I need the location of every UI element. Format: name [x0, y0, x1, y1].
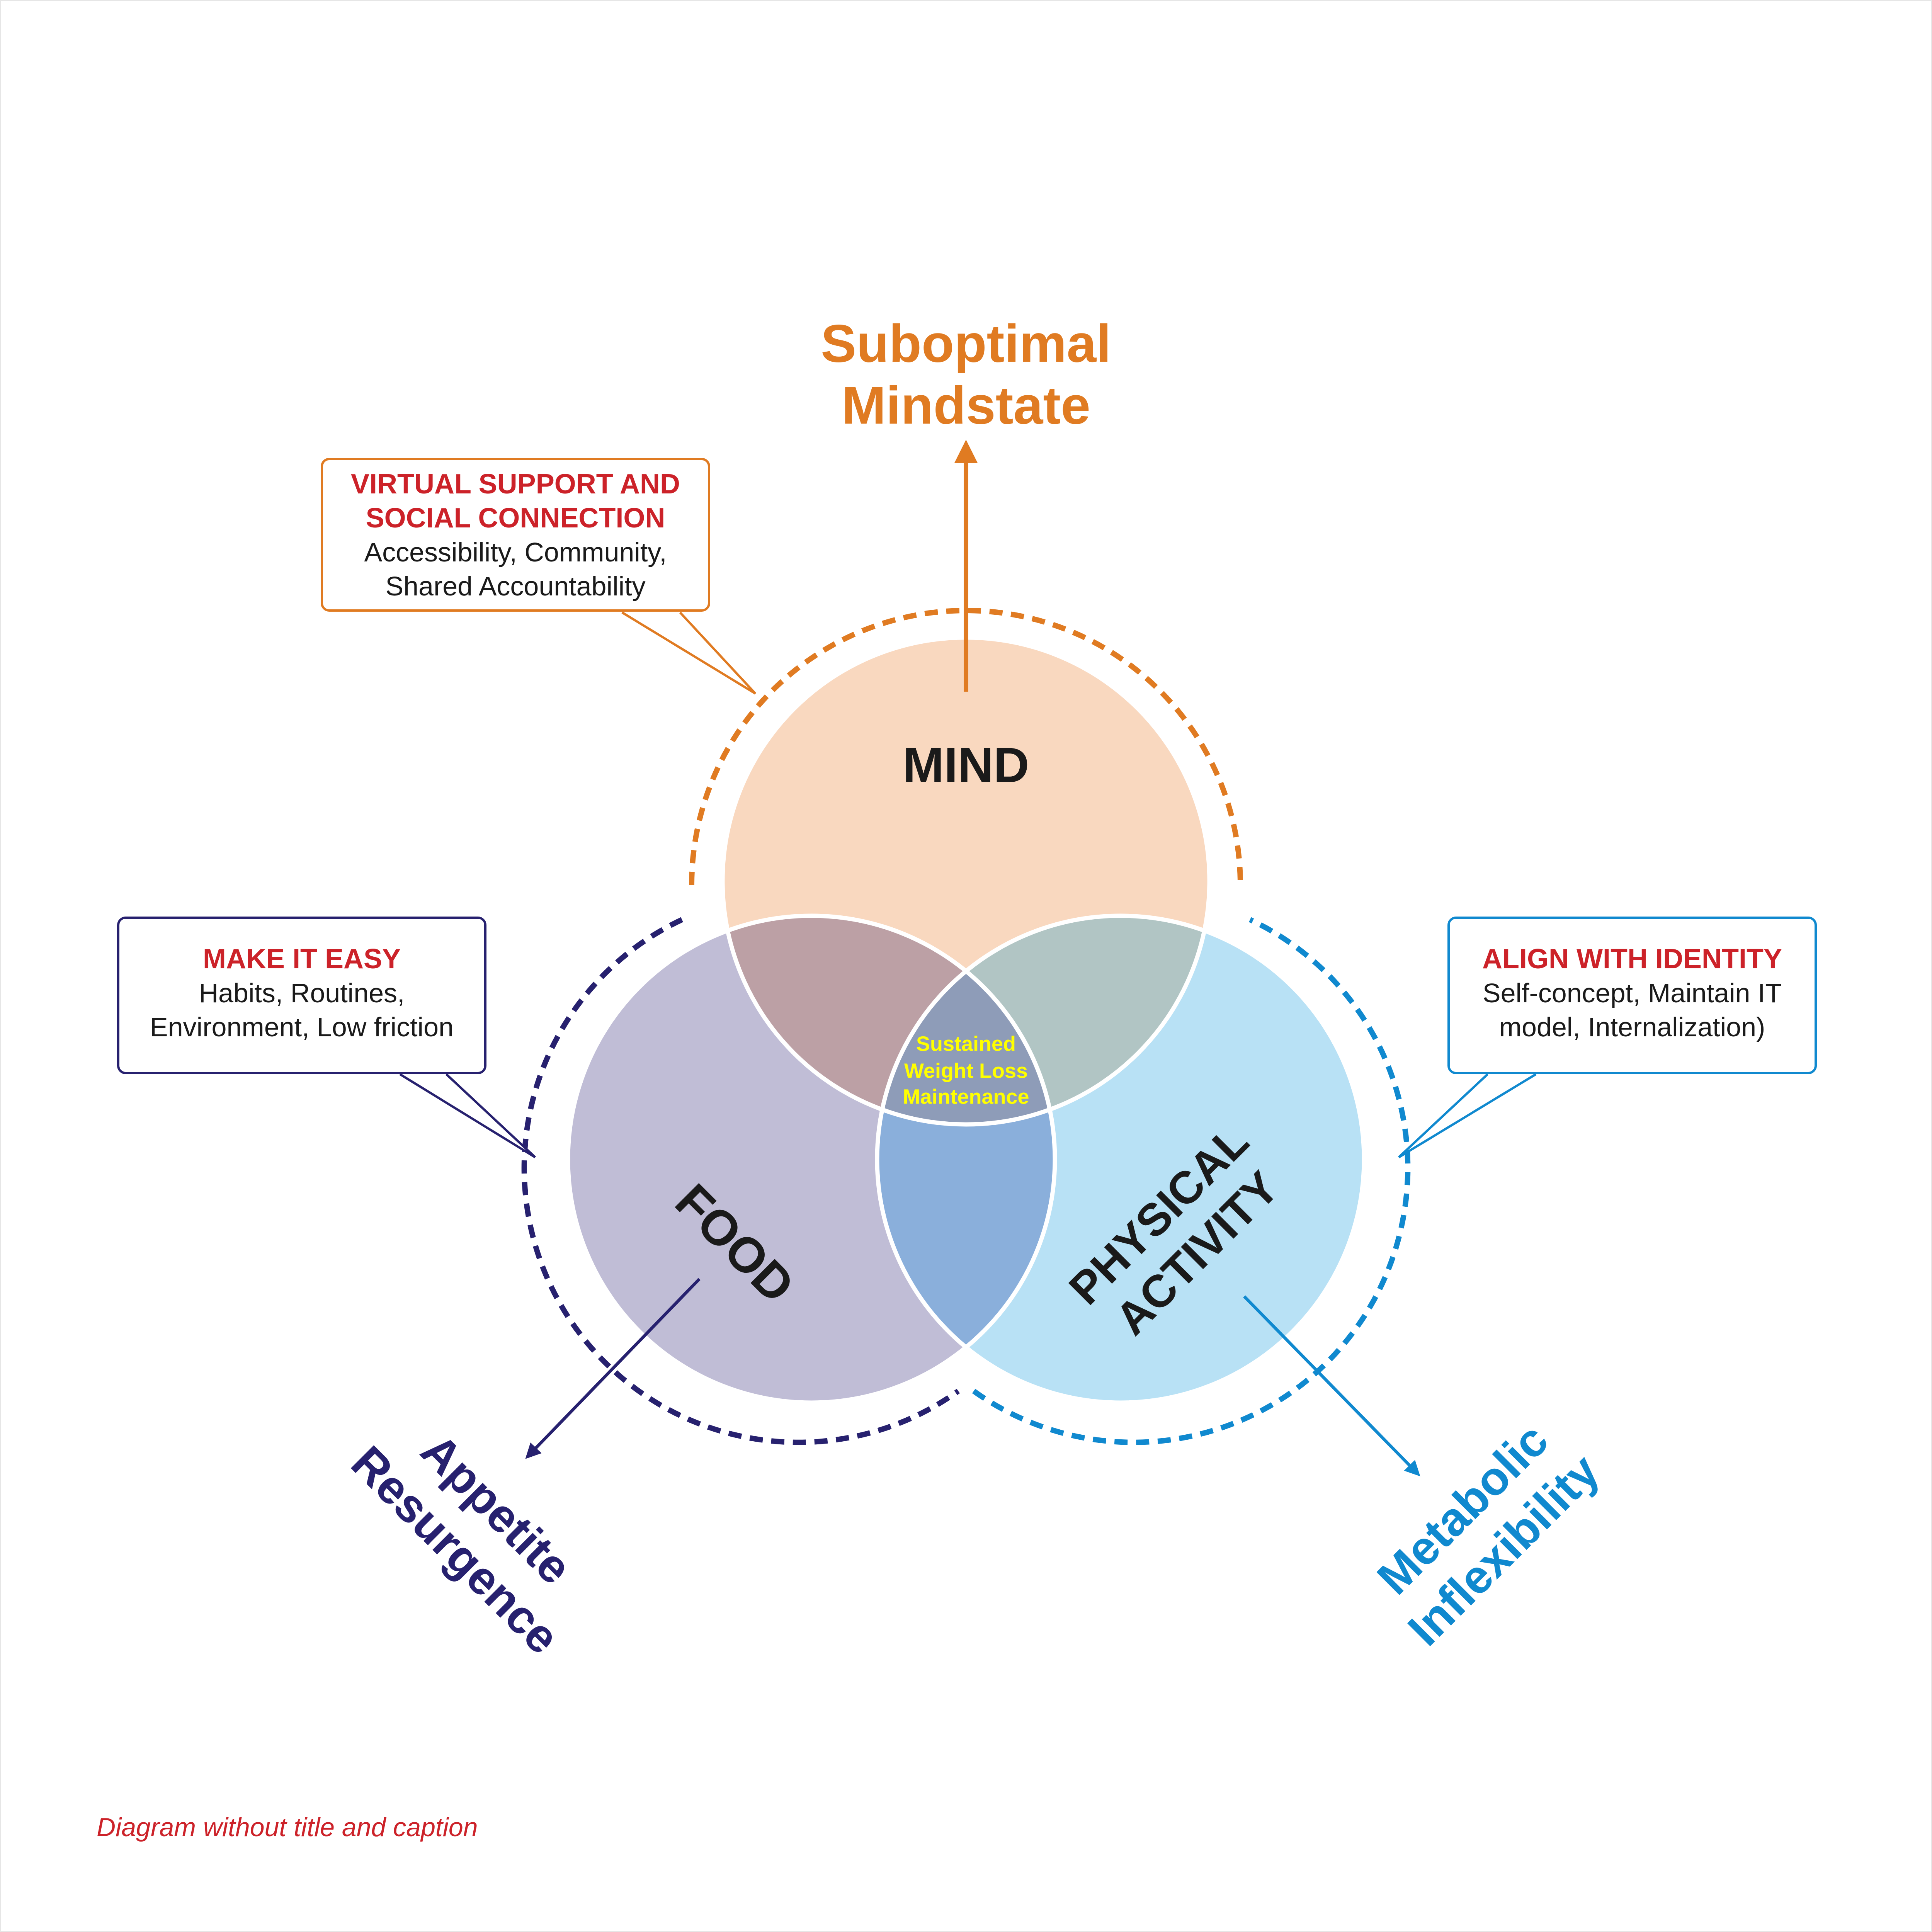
mind-outcome-line1: Suboptimal [821, 314, 1111, 373]
physical-activity-callout-pointer [1398, 1073, 1537, 1158]
physical-activity-arrow [1243, 1295, 1420, 1476]
mind-callout-body-line2: Shared Accountability [385, 571, 646, 601]
mind-callout: VIRTUAL SUPPORT AND SOCIAL CONNECTION Ac… [321, 458, 710, 612]
mind-dashed-ring [689, 608, 1243, 885]
food-callout: MAKE IT EASY Habits, Routines, Environme… [117, 917, 486, 1074]
mind-callout-heading-line2: SOCIAL CONNECTION [366, 503, 665, 534]
diagram-note: Diagram without title and caption [97, 1813, 478, 1842]
mind-outcome-line2: Mindstate [842, 376, 1090, 435]
food-outline [566, 913, 1057, 1405]
center-label-line1: Sustained [916, 1032, 1016, 1055]
food-arrow [525, 1278, 701, 1459]
physical-activity-outcome: Metabolic Inflexibility [1367, 1413, 1609, 1655]
food-callout-body-line1: Habits, Routines, [199, 978, 405, 1008]
physical-activity-callout: ALIGN WITH IDENTITY Self-concept, Mainta… [1447, 917, 1817, 1074]
food-dashed-ring [521, 917, 960, 1445]
food-callout-body-line2: Environment, Low friction [150, 1012, 454, 1042]
physical-activity-outline [875, 913, 1366, 1405]
mind-callout-pointer [621, 611, 757, 695]
physical-activity-callout-body-line1: Self-concept, Maintain IT [1482, 978, 1782, 1008]
physical-activity-callout-body-line2: model, Internalization) [1499, 1012, 1765, 1042]
physical-activity-dashed-ring [972, 917, 1411, 1445]
center-overlap [877, 916, 1055, 1124]
center-label-line2: Weight Loss [904, 1059, 1028, 1082]
mind-label: MIND [903, 738, 1029, 793]
food-outcome: Appetite Resurgence [342, 1423, 582, 1664]
mind-callout-body-line1: Accessibility, Community, [364, 537, 667, 567]
center-label-line3: Maintenance [903, 1085, 1029, 1108]
mind-callout-heading-line1: VIRTUAL SUPPORT AND [350, 469, 680, 500]
physical-activity-callout-heading: ALIGN WITH IDENTITY [1482, 944, 1782, 975]
food-callout-heading: MAKE IT EASY [202, 944, 401, 975]
food-callout-pointer [399, 1073, 536, 1158]
